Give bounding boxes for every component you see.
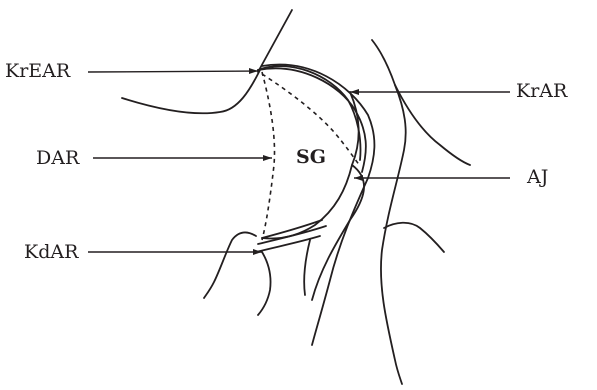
krear-arrowhead bbox=[249, 68, 258, 74]
label-aj: AJ bbox=[526, 166, 548, 188]
label-sg: SG bbox=[296, 146, 326, 168]
label-kdar: KdAR bbox=[24, 241, 79, 263]
kdar-hook-line bbox=[204, 233, 256, 298]
sac-right-wall-line bbox=[312, 165, 364, 300]
aj-arrowhead bbox=[354, 175, 363, 181]
label-dar: DAR bbox=[36, 147, 80, 169]
kdar-arrowhead bbox=[253, 249, 262, 255]
outline-sketch bbox=[122, 10, 470, 384]
middle-descending-line bbox=[304, 240, 310, 295]
left-contour-line bbox=[122, 70, 260, 113]
lower-right-branch-line bbox=[384, 223, 444, 252]
right-branch-line bbox=[395, 85, 470, 165]
label-krear: KrEAR bbox=[5, 60, 71, 82]
label-krar: KrAR bbox=[516, 80, 568, 102]
kdar-leg-line bbox=[258, 252, 271, 315]
krear-pointer-line bbox=[88, 71, 258, 72]
top-spike-line bbox=[258, 10, 292, 72]
dar-arrowhead bbox=[263, 155, 272, 161]
kdar-curve-2 bbox=[258, 226, 326, 244]
